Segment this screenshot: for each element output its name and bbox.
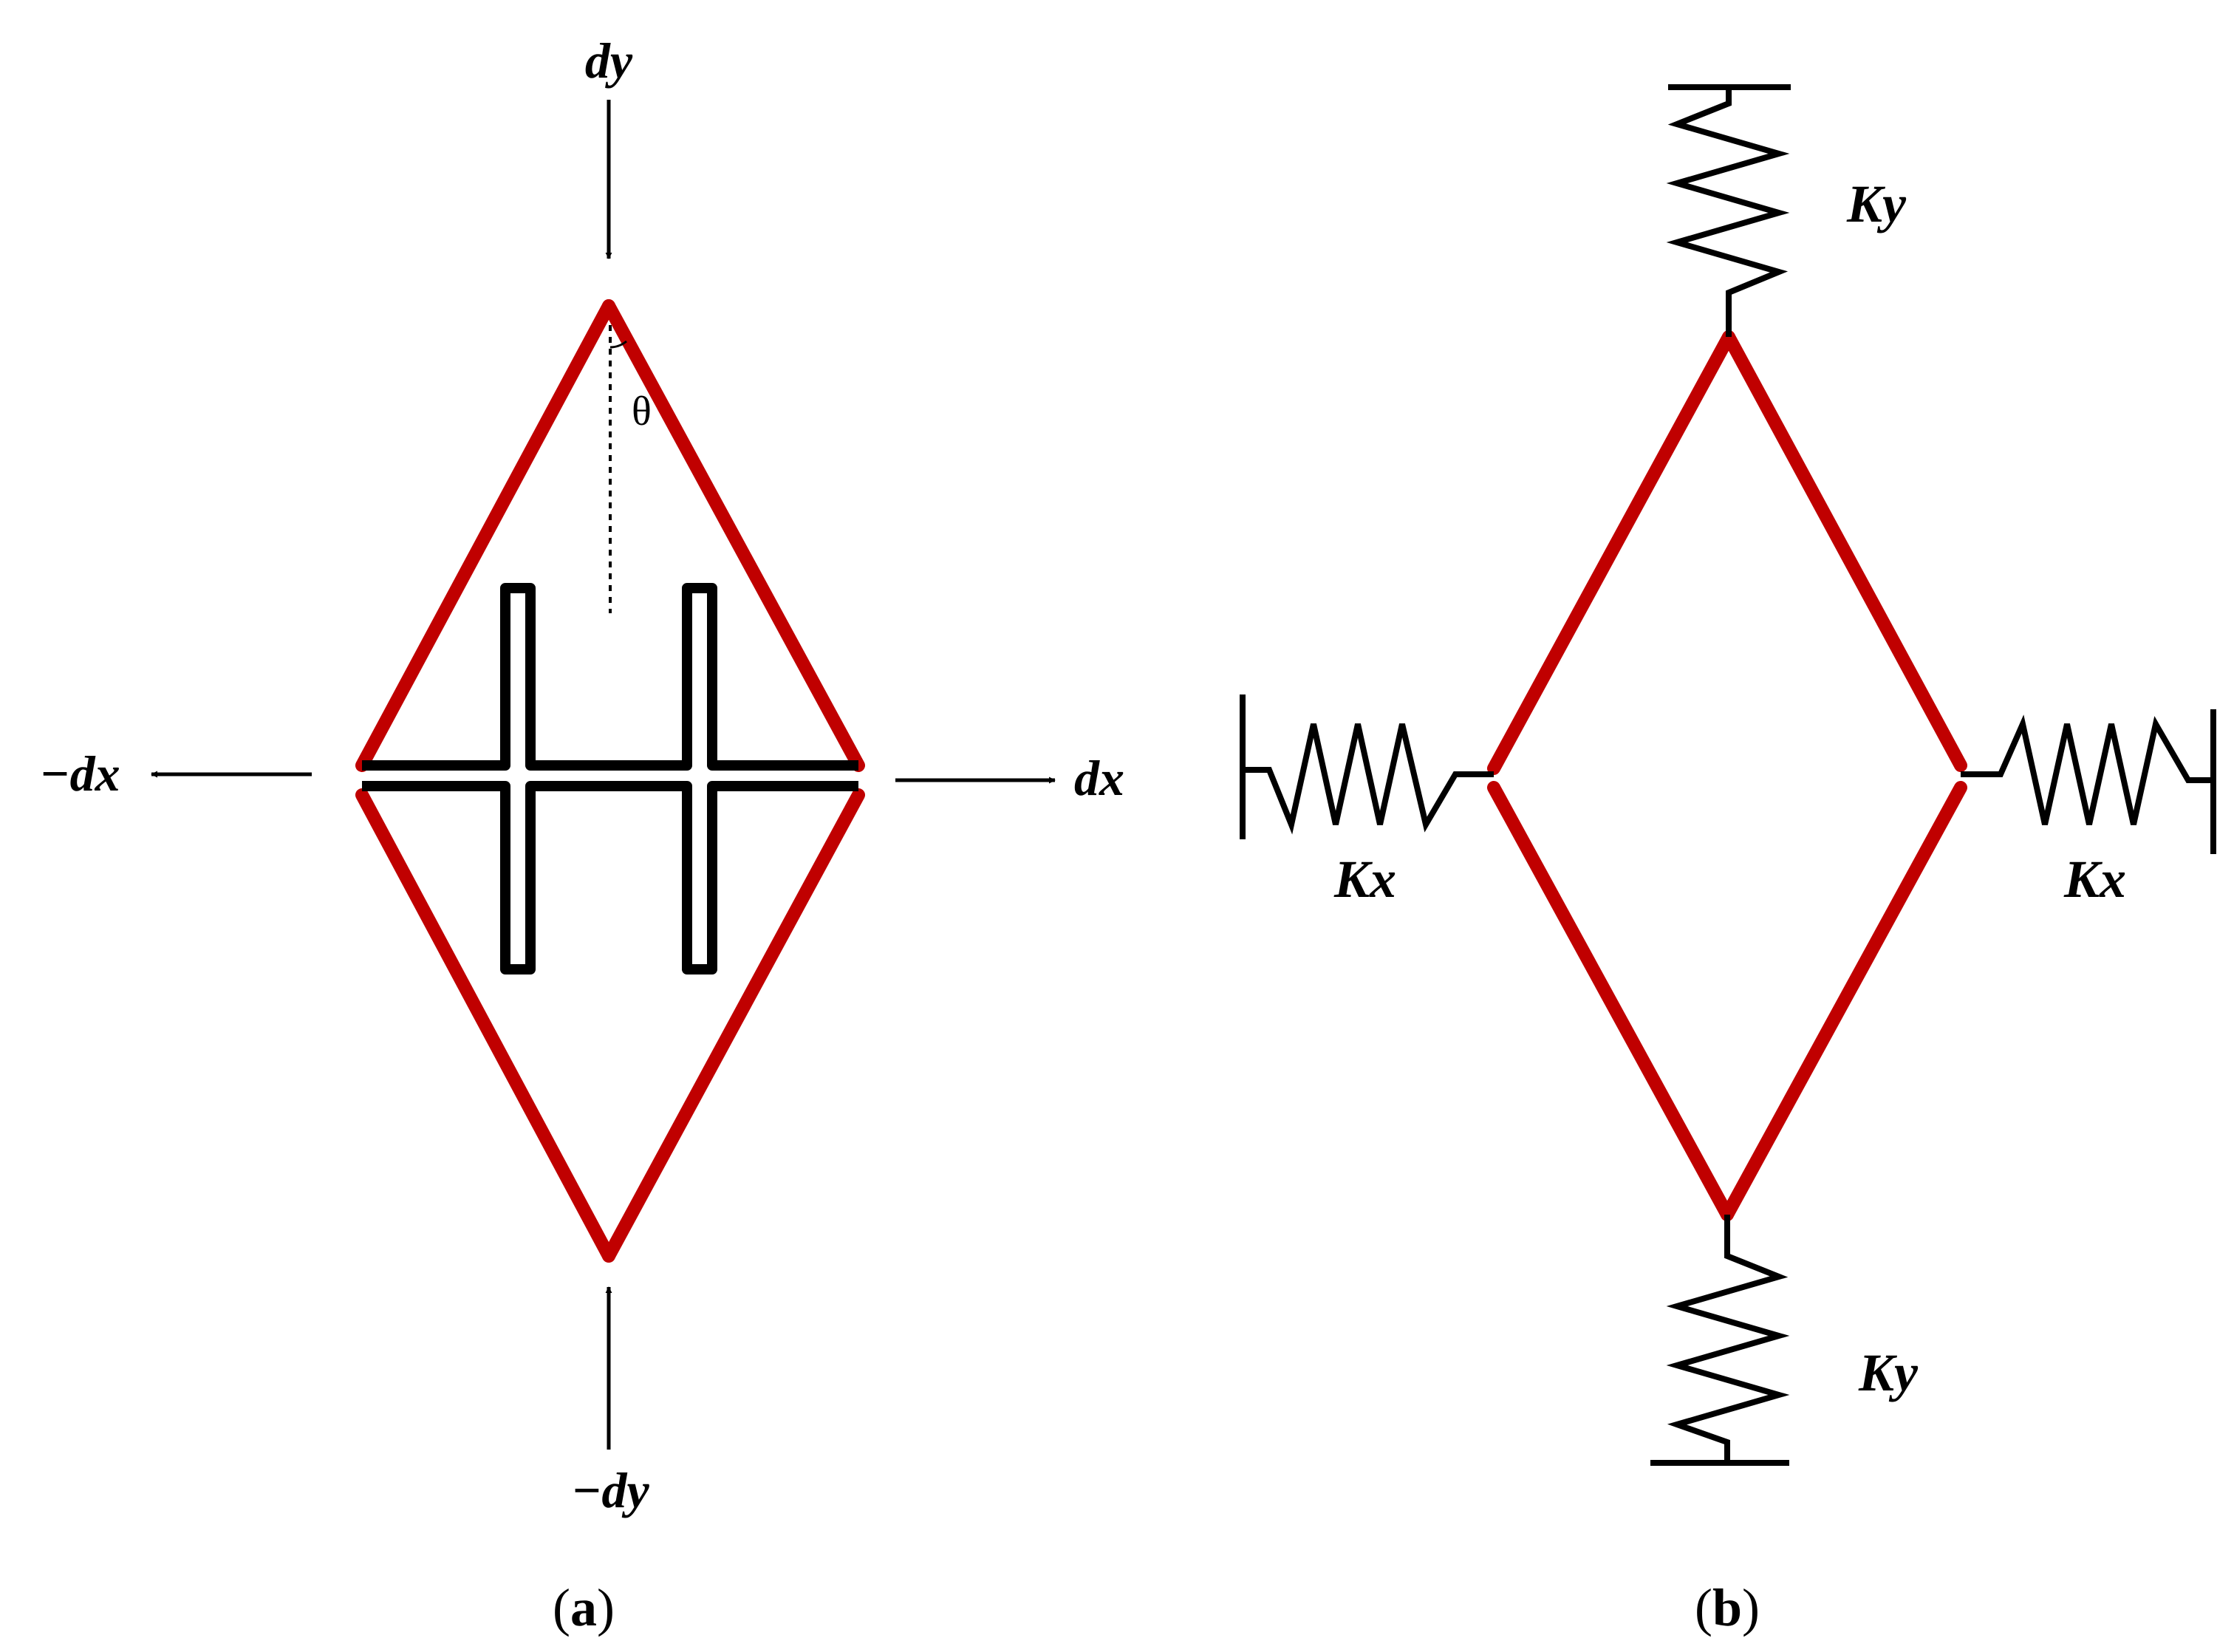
frame-b-lower-left — [1487, 781, 1734, 1221]
frame-a-lower-right — [602, 788, 865, 1263]
panel-b: Ky Ky Kx Kx (b) — [1240, 84, 2216, 1637]
frame-b-upper-left — [1487, 330, 1735, 775]
spring-right-coil — [1961, 714, 2213, 825]
flexure-beam-lower — [362, 781, 858, 975]
spring-top-coil — [1666, 87, 1790, 337]
rhombus-frame-b — [1487, 330, 1967, 1221]
frame-a-lower-left — [355, 788, 615, 1263]
frame-a-upper-left — [355, 299, 615, 772]
spring-top — [1666, 84, 1791, 337]
bottom-arrow-label: −dy — [571, 1462, 649, 1518]
left-arrow-label: −dx — [39, 745, 120, 802]
springs — [1240, 84, 2216, 1466]
right-arrow-label: dx — [1074, 750, 1124, 806]
angle-arc — [609, 340, 627, 349]
spring-right — [1961, 709, 2216, 854]
spring-bottom-label: Ky — [1858, 1343, 1919, 1402]
spring-bottom — [1650, 1215, 1790, 1466]
frame-a-upper-right — [602, 299, 865, 772]
spring-top-label: Ky — [1846, 174, 1907, 233]
panel-a: θ dy −dy −dx dx (a) — [39, 33, 1124, 1637]
panel-b-caption: (b) — [1695, 1578, 1760, 1637]
flexure-beam-upper — [362, 583, 858, 771]
spring-left — [1240, 694, 1494, 839]
angle-label: θ — [632, 389, 652, 434]
frame-b-lower-right — [1721, 781, 1967, 1221]
panel-a-caption: (a) — [553, 1578, 615, 1637]
spring-bottom-coil — [1666, 1215, 1790, 1463]
flexure-beam-structure — [362, 583, 858, 975]
displacement-arrows — [151, 100, 1056, 1450]
frame-b-upper-right — [1722, 330, 1967, 772]
spring-left-coil — [1243, 723, 1494, 835]
spring-right-label: Kx — [2063, 850, 2126, 909]
spring-left-label: Kx — [1333, 850, 1396, 909]
rhombus-frame-a — [355, 299, 865, 1263]
top-arrow-label: dy — [585, 33, 633, 89]
